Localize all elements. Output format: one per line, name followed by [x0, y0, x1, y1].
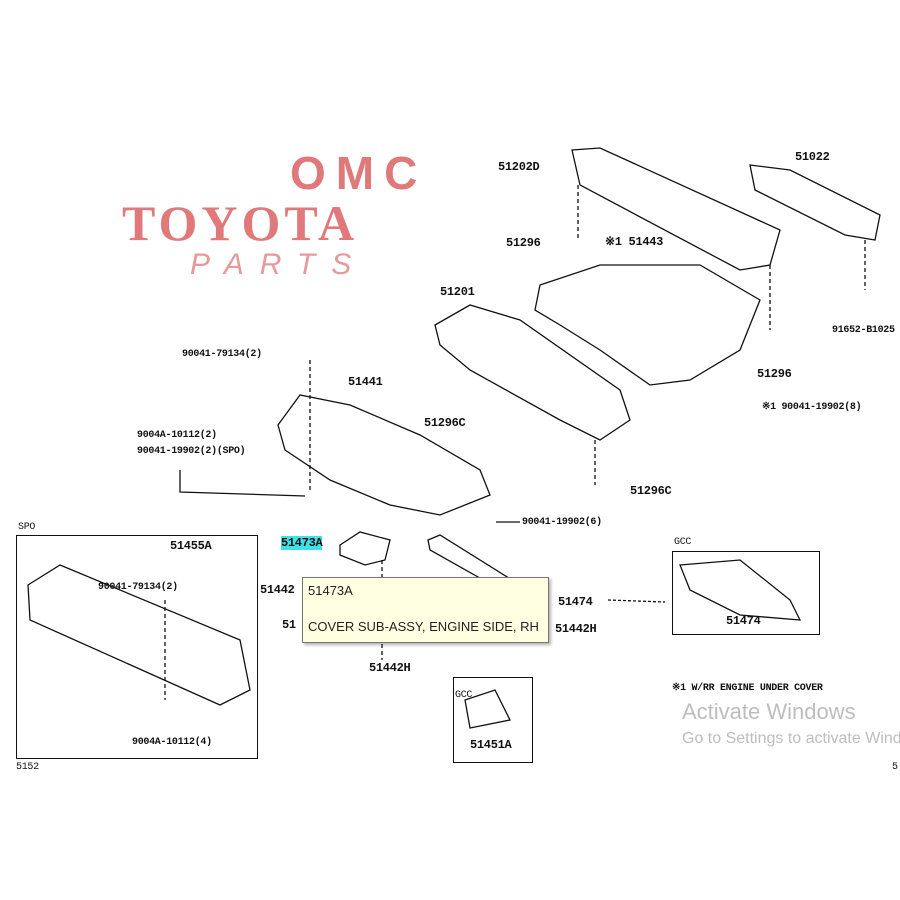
part-label[interactable]: ※1 51443	[605, 235, 664, 249]
activation-watermark-subtitle: Go to Settings to activate Windows.	[682, 730, 900, 747]
part-label[interactable]: 51296	[757, 367, 792, 381]
part-label[interactable]: 51296C	[630, 484, 672, 498]
part-label[interactable]: 51441	[348, 375, 383, 389]
under-cover-51441	[277, 394, 491, 516]
spo-label: SPO	[18, 522, 36, 533]
part-label[interactable]: 51442	[260, 583, 295, 597]
gcc-label: GCC	[455, 690, 473, 701]
part-label[interactable]: 51442H	[555, 622, 597, 636]
gcc-box-51474	[672, 551, 820, 635]
tooltip-description: COVER SUB-ASSY, ENGINE SIDE, RH	[308, 619, 539, 634]
part-label[interactable]: 90041-79134(2)	[98, 582, 178, 593]
part-tooltip: 51473A COVER SUB-ASSY, ENGINE SIDE, RH	[302, 577, 549, 643]
part-label[interactable]: 51474	[726, 614, 761, 628]
part-label[interactable]: 51455A	[170, 539, 212, 553]
gcc-box-51451A	[453, 677, 533, 763]
gcc-label: GCC	[674, 537, 692, 548]
footnote: ※1 W/RR ENGINE UNDER COVER	[672, 683, 823, 694]
bracket-51022	[749, 164, 881, 241]
part-label[interactable]: 51	[282, 618, 296, 632]
subframe-51201	[434, 304, 631, 441]
part-label[interactable]: 91652-B1025	[832, 325, 895, 336]
part-label[interactable]: 51296	[506, 236, 541, 250]
part-label[interactable]: 51474	[558, 595, 593, 609]
part-label[interactable]: 51022	[795, 150, 830, 164]
part-label[interactable]: 90041-79134(2)	[182, 349, 262, 360]
part-label[interactable]: 51451A	[470, 738, 512, 752]
engine-under-cover-51443	[534, 264, 761, 386]
part-label[interactable]: 51442H	[369, 661, 411, 675]
part-label[interactable]: 51202D	[498, 160, 540, 174]
part-label[interactable]: 90041-19902(6)	[522, 517, 602, 528]
gcc-part-51451A	[464, 689, 511, 729]
part-label[interactable]: 51296C	[424, 416, 466, 430]
logo-omc: OMC	[290, 147, 428, 199]
logo-parts: PARTS	[190, 248, 368, 281]
highlighted-part[interactable]: 51473A	[281, 536, 323, 550]
part-label[interactable]: 9004A-10112(4)	[132, 737, 212, 748]
part-label[interactable]: 9004A-10112(2)	[137, 430, 217, 441]
logo-toyota: TOYOTA	[122, 195, 359, 251]
tooltip-part-number: 51473A	[308, 583, 353, 598]
part-label-selected[interactable]: 51473A	[281, 536, 323, 551]
crossmember-51202D	[571, 147, 781, 271]
cover-51473A	[339, 531, 391, 566]
part-label[interactable]: ※1 90041-19902(8)	[762, 402, 862, 413]
edge-label: 5	[892, 762, 898, 773]
activation-watermark-title: Activate Windows	[682, 699, 856, 724]
spo-box	[16, 535, 258, 759]
spo-cover-51455A	[27, 564, 251, 706]
part-label[interactable]: 51201	[440, 285, 475, 299]
part-label[interactable]: 90041-19902(2)(SPO)	[137, 446, 246, 457]
gcc-part-51474	[679, 559, 802, 621]
part-label: 5152	[16, 762, 39, 773]
